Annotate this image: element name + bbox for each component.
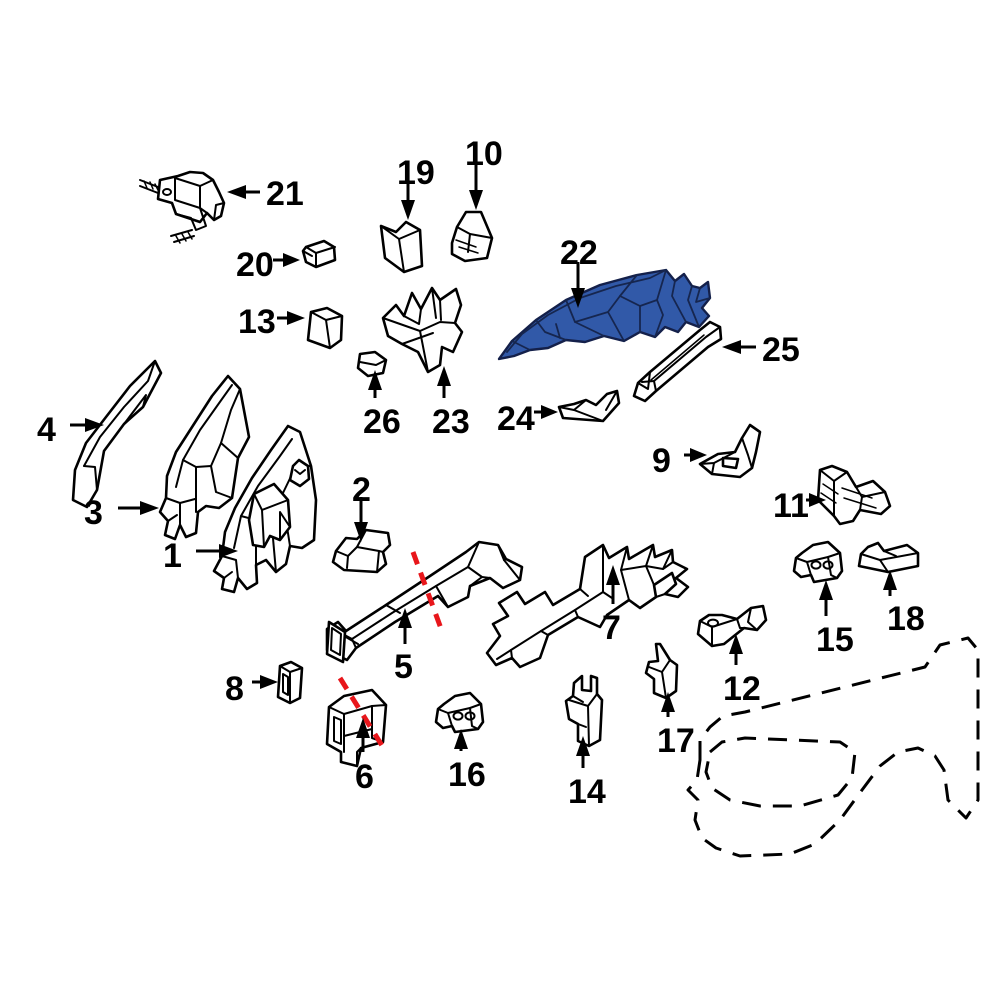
callout-label-10[interactable]: 10 [465, 135, 503, 173]
callout-label-5[interactable]: 5 [394, 648, 413, 686]
part-10-gusset-upper-right [450, 210, 494, 263]
callout-label-21[interactable]: 21 [266, 175, 304, 213]
callout-label-12[interactable]: 12 [723, 670, 761, 708]
part-5-front-frame-rail-left [325, 540, 524, 664]
part-2-rail-bracket-small [331, 528, 392, 574]
callout-label-18[interactable]: 18 [887, 600, 925, 638]
part-26-small-cap-plate [356, 350, 388, 378]
part-11-stepped-reinforcement [816, 464, 892, 526]
callout-label-11[interactable]: 11 [773, 487, 809, 525]
callout-label-8[interactable]: 8 [225, 670, 244, 708]
part-20-channel-cap [301, 239, 337, 269]
part-25-upper-rail-extension [632, 320, 723, 403]
part-1-apron-reinforcement-large [212, 424, 318, 594]
callout-label-23[interactable]: 23 [432, 403, 470, 441]
part-7-front-frame-rail-right [485, 543, 690, 669]
front-fender-ghost-outline [686, 636, 980, 858]
cut-line-endcap-6 [337, 676, 389, 754]
callout-label-19[interactable]: 19 [397, 154, 435, 192]
part-24-wedge-gusset [557, 389, 621, 423]
callout-label-3[interactable]: 3 [84, 494, 103, 532]
callout-label-4[interactable]: 4 [37, 411, 56, 449]
callout-label-13[interactable]: 13 [238, 303, 276, 341]
callout-label-26[interactable]: 26 [363, 403, 401, 441]
callout-label-22[interactable]: 22 [560, 234, 598, 272]
part-3-apron-reinforcement-medium [158, 374, 251, 541]
cut-line-rail-5 [410, 551, 446, 635]
callout-label-2[interactable]: 2 [352, 471, 371, 509]
part-16-twin-hole-bracket-left [434, 691, 485, 734]
part-15-twin-hole-bracket-right [792, 540, 844, 584]
callout-label-17[interactable]: 17 [657, 722, 695, 760]
part-21-stud-mount-bracket [139, 170, 226, 244]
callout-label-9[interactable]: 9 [652, 442, 671, 480]
part-4-apron-upper-rail [71, 359, 163, 509]
part-13-cube-block-bracket [306, 306, 344, 350]
part-9-shock-tower-brace [698, 423, 762, 479]
leader-lines [70, 165, 897, 768]
callout-label-20[interactable]: 20 [236, 246, 274, 284]
part-17-forked-bracket-small [644, 642, 679, 700]
callout-label-16[interactable]: 16 [448, 756, 486, 794]
part-22-apron-assembly-highlighted [497, 268, 712, 361]
part-23-wheelhouse-brace [381, 286, 464, 374]
part-18-flat-angled-plate [857, 541, 920, 574]
part-12-eyelet-arm-bracket [696, 604, 768, 648]
callout-label-14[interactable]: 14 [568, 773, 606, 811]
callout-label-6[interactable]: 6 [355, 758, 374, 796]
part-8-small-plate-bracket [276, 660, 304, 705]
callout-label-15[interactable]: 15 [816, 621, 854, 659]
part-14-forked-bracket-large [564, 674, 604, 748]
callout-label-24[interactable]: 24 [497, 400, 535, 438]
callout-label-1[interactable]: 1 [163, 537, 182, 575]
part-19-gusset-upper-left [379, 220, 424, 274]
callout-label-7[interactable]: 7 [602, 609, 621, 647]
cut-line-markers [337, 551, 446, 754]
callout-label-25[interactable]: 25 [762, 331, 800, 369]
